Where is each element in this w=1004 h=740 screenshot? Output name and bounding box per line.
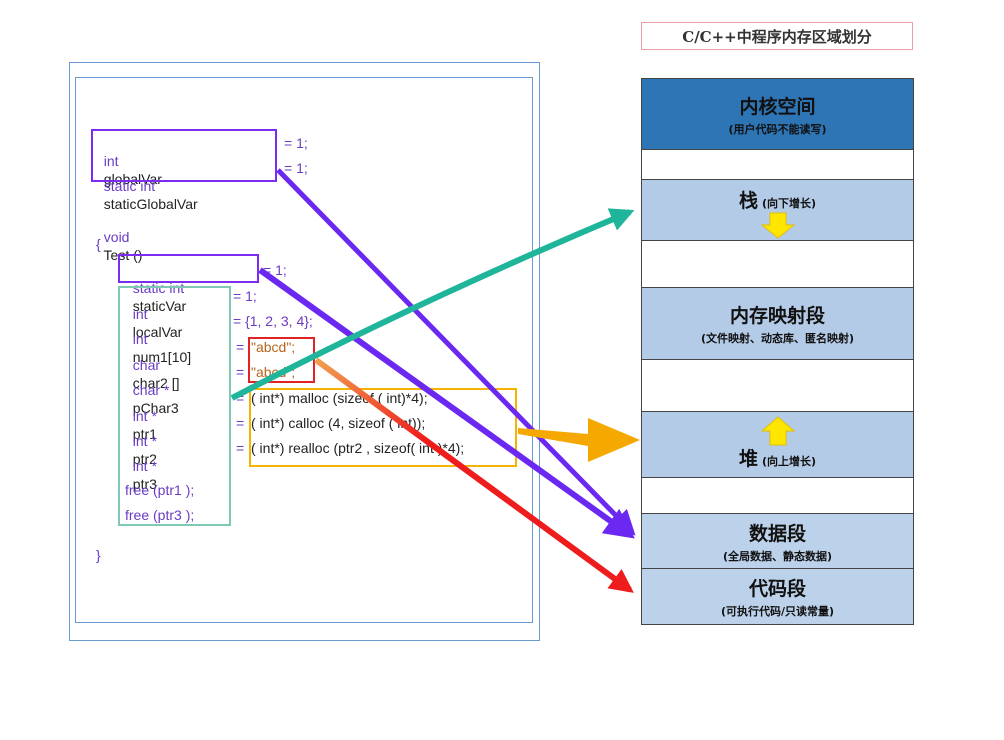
code-identifier: ptr1 [132,426,157,442]
memory-segment-code: 代码段 (可执行代码/只读常量) [641,568,914,625]
code-type: static int [132,280,185,296]
memory-gap [641,149,914,180]
code-equals-ptr3: = [236,440,245,456]
segment-name: 数据段 [748,522,806,545]
memory-segment-kernel: 内核空间 (用户代码不能读写) [641,78,914,150]
segment-note: (全局数据、静态数据) [722,549,833,563]
segment-name: 内核空间 [739,95,816,118]
code-identifier: staticVar [132,298,187,314]
code-close-brace: } [96,547,101,563]
code-identifier: staticGlobalVar [103,196,198,212]
code-identifier: globalVar [103,171,162,187]
code-equals-pchar3: = [236,364,245,380]
code-calloc-call: ( int*) calloc (4, sizeof ( int)); [251,415,426,431]
code-type: int [132,331,148,347]
code-line-pchar3: char * pChar3 [125,363,179,417]
code-identifier: ptr3 [132,476,157,492]
code-equals-char2: = [236,339,245,355]
code-identifier: char2 [] [132,375,180,391]
string-literal-highlight-box [248,337,315,383]
segment-name: 代码段 [748,578,806,600]
stack-grow-down-arrow [760,212,796,239]
code-type: int * [132,433,157,449]
arrow-global-to-data-segment [276,168,636,536]
code-type: int * [132,458,157,474]
code-identifier: num1[10] [132,349,192,365]
code-panel-outer-frame [69,62,540,641]
static-var-highlight-box [118,254,259,283]
segment-label-row: 堆 (向上增长) [739,444,816,471]
memory-gap [641,359,914,412]
code-line-static-global-var: static int staticGlobalVar [96,159,198,213]
code-line-local-var: int localVar [125,287,183,341]
code-identifier: localVar [132,324,183,340]
code-assign-static-var: = 1; [263,262,287,278]
code-line-ptr3: int * ptr3 [125,439,157,493]
code-line-char2: char char2 [] [125,338,180,392]
memory-gap [641,240,914,288]
code-type: int [103,153,119,169]
segment-note: (用户代码不能读写) [728,122,827,136]
code-type: int * [132,408,157,424]
code-type: char [132,357,161,373]
code-type: char * [132,382,170,398]
code-assign-local-var: = 1; [233,288,257,304]
arrow-locals-to-stack [230,208,635,401]
code-line-ptr1: int * ptr1 [125,389,157,443]
segment-name: 栈 [738,190,758,212]
segment-note: (可执行代码/只读常量) [720,605,835,618]
arrow-literal-to-code-segment [314,357,634,593]
code-assign-static-global-var: = 1; [284,160,308,176]
code-line-static-var: static int staticVar [125,261,186,315]
segment-note: (向下增长) [761,197,817,210]
code-assign-num1: = {1, 2, 3, 4}; [233,313,313,329]
code-string-literal-char2: "abcd"; [251,339,296,355]
code-assign-global-var: = 1; [284,135,308,151]
code-line-ptr2: int * ptr2 [125,414,157,468]
code-type: int [132,306,148,322]
code-panel-inner-frame [75,77,533,623]
code-identifier: pChar3 [132,400,179,416]
segment-name: 内存映射段 [729,305,825,327]
code-line-free-ptr1: free (ptr1 ); [125,482,195,498]
code-open-brace: { [96,236,101,252]
diagram-title: C/C++中程序内存区域划分 [641,22,913,50]
segment-name: 堆 [738,448,758,470]
code-equals-ptr1: = [236,390,245,406]
code-keyword: void [103,229,130,245]
code-identifier: ptr2 [132,451,157,467]
segment-note: (向上增长) [761,455,817,468]
segment-note: (文件映射、动态库、匿名映射) [700,332,855,345]
segment-label-row: 栈 (向下增长) [739,186,816,213]
global-vars-highlight-box [91,129,277,182]
code-line-global-var: int globalVar [96,134,162,188]
code-line-free-ptr3: free (ptr3 ); [125,507,195,523]
local-vars-highlight-box [118,286,231,526]
code-line-num1: int num1[10] [125,312,191,366]
code-realloc-call: ( int*) realloc (ptr2 , sizeof( int )*4)… [251,440,465,456]
arrow-static-to-data-segment [258,267,635,539]
heap-alloc-highlight-box [249,388,517,467]
code-equals-ptr2: = [236,415,245,431]
arrow-malloc-to-heap [518,418,640,462]
code-type: static int [103,178,156,194]
heap-grow-up-arrow [760,416,796,446]
